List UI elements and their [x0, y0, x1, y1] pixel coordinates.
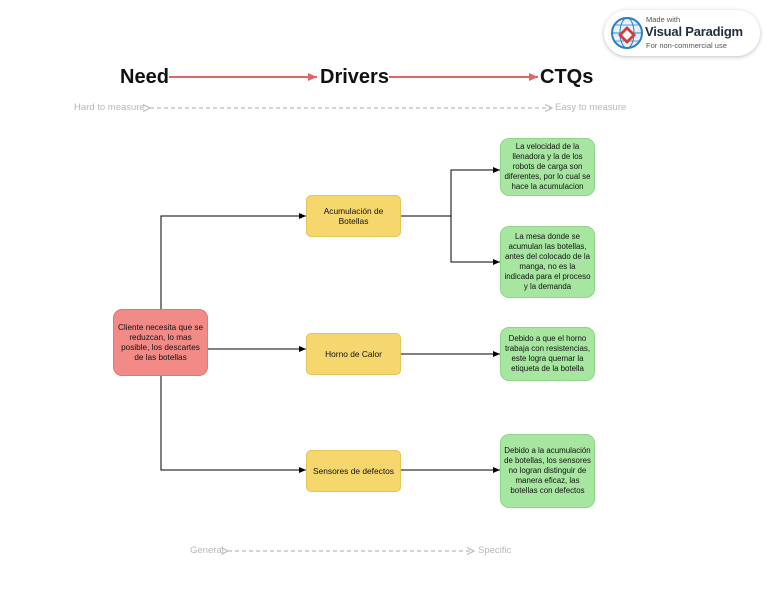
header-need: Need: [120, 66, 169, 88]
ctq-node-3[interactable]: Debido a que el horno trabaja con resist…: [500, 327, 595, 381]
need-to-driver-1: [160, 213, 306, 310]
scale-general-label: General: [190, 545, 224, 556]
driver-1-to-ctq-1: [401, 167, 500, 217]
ctq-node-2[interactable]: La mesa donde se acumulan las botellas, …: [500, 226, 595, 298]
driver-node-2[interactable]: Horno de Calor: [306, 333, 401, 375]
ctq-node-4[interactable]: Debido a la acumulación de botellas, los…: [500, 434, 595, 508]
visual-paradigm-logo-icon: [611, 17, 643, 49]
driver-node-2-text: Horno de Calor: [325, 349, 382, 359]
scale-hard-label: Hard to measure: [74, 102, 145, 113]
driver-node-1-text: Acumulación de Botellas: [323, 206, 384, 226]
need-node[interactable]: Cliente necesita que se reduzcan, lo mas…: [113, 309, 208, 376]
driver-node-1[interactable]: Acumulación de Botellas: [306, 195, 401, 237]
scale-easy-label: Easy to measure: [555, 102, 627, 113]
ctq-node-1[interactable]: La velocidad de la llenadora y la de los…: [500, 138, 595, 196]
header-drivers: Drivers: [320, 66, 389, 88]
driver-node-3[interactable]: Sensores de defectos: [306, 450, 401, 492]
visual-paradigm-badge: Made with Visual Paradigm For non-commer…: [604, 10, 760, 56]
ctq-node-2-text: La mesa donde se acumulan las botellas, …: [504, 232, 591, 291]
need-to-driver-3: [160, 376, 306, 473]
header-ctqs: CTQs: [540, 66, 594, 88]
ctq-node-4-text: Debido a la acumulación de botellas, los…: [504, 446, 591, 495]
driver-1-to-ctq-2: [450, 216, 500, 265]
scale-specific-label: Specific: [478, 545, 512, 556]
badge-made-with: Made with: [646, 15, 681, 24]
need-node-text: Cliente necesita que se reduzcan, lo mas…: [117, 322, 204, 362]
badge-note: For non-commercial use: [646, 41, 727, 50]
driver-node-3-text: Sensores de defectos: [312, 466, 394, 476]
ctq-node-3-text: Debido a que el horno trabaja con resist…: [504, 334, 591, 373]
badge-brand: Visual Paradigm: [645, 24, 743, 39]
ctq-node-1-text: La velocidad de la llenadora y la de los…: [504, 142, 591, 191]
